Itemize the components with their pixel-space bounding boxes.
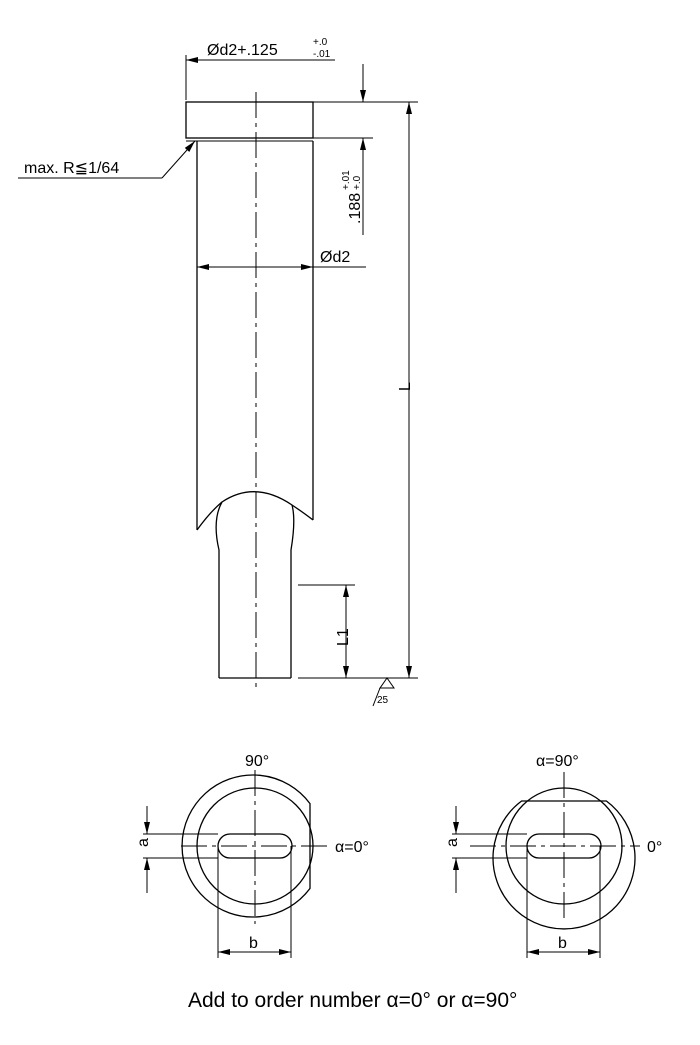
end-view-alpha-90: α=90° 0° a b	[444, 753, 662, 958]
surface-finish-label: 25	[377, 695, 389, 706]
tip-length-dimension: L1	[298, 584, 355, 678]
view-a-top-angle: 90°	[245, 753, 269, 770]
end-view-alpha-0: 90° α=0° a b	[135, 753, 369, 958]
head-diameter-dimension: Ød2+.125 +.0 -.01	[185, 37, 335, 100]
view-b-top-angle: α=90°	[536, 753, 579, 770]
head-thickness-tol-lower: +.0	[352, 175, 363, 190]
shank-diameter-dimension: Ød2	[197, 249, 366, 270]
view-a-side-angle: α=0°	[335, 839, 369, 856]
view-b-dim-b: b	[558, 935, 567, 952]
view-a-dim-b: b	[249, 935, 258, 952]
punch-side-view	[185, 92, 314, 688]
order-note: Add to order number α=0° or α=90°	[188, 989, 517, 1012]
head-diameter-tol-upper: +.0	[313, 37, 328, 48]
head-diameter-tol-lower: -.01	[313, 49, 331, 60]
punch-shank	[196, 141, 314, 531]
radius-note: max. R≦1/64	[18, 140, 196, 179]
punch-head	[185, 101, 314, 139]
view-b-dim-a: a	[444, 838, 461, 847]
surface-finish-symbol: 25	[372, 677, 395, 707]
radius-note-label: max. R≦1/64	[24, 160, 119, 177]
tip-length-label: L1	[335, 628, 352, 646]
head-diameter-label: Ød2+.125	[207, 42, 278, 59]
view-b-side-angle: 0°	[647, 839, 662, 856]
head-thickness-tol-upper: +.01	[341, 170, 352, 190]
overall-length-label: L	[397, 382, 414, 391]
shank-diameter-label: Ød2	[320, 249, 350, 266]
overall-length-dimension: L	[298, 102, 418, 679]
head-thickness-label: .188	[347, 193, 364, 224]
view-a-dim-a: a	[135, 838, 152, 847]
punch-tip	[215, 501, 295, 679]
head-thickness-dimension: .188 +.01 +.0	[313, 64, 418, 235]
